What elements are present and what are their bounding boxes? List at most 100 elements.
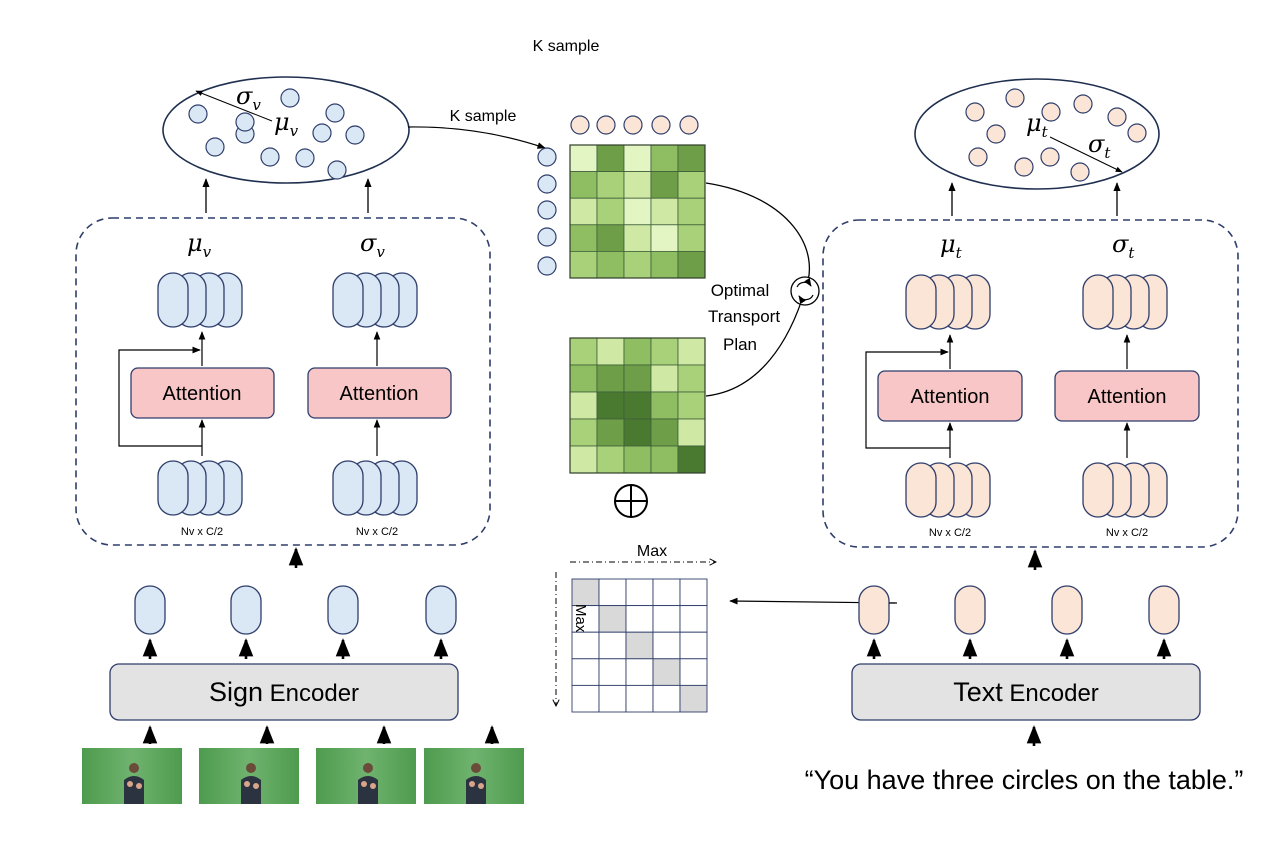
sample-point [1040,147,1060,167]
token-capsule [1082,462,1114,518]
alignment-cell [598,684,627,713]
alignment-cell [625,605,654,633]
token-capsule [157,272,189,328]
sample-point [188,104,208,124]
ot-cell [623,144,652,173]
sign-mu-label: μv [187,229,212,261]
sample-point [1073,94,1093,114]
token [425,585,457,635]
alignment-cell [598,578,627,607]
sign-sample-circle [537,227,557,247]
sample-point [280,88,300,108]
ellipse-t-mu: μt [1026,109,1049,141]
sign-attention-mu-label: Attention [163,383,242,405]
ellipse-v-mu: μv [274,108,299,140]
ot-cell [650,364,679,393]
ot-cell [569,391,598,420]
ot-cell [623,364,652,393]
alignment-cell [625,631,654,660]
ot-sample-circles [537,115,699,276]
text-attention-sigma-label: Attention [1088,386,1167,408]
alignment-cell [679,631,708,660]
ot-cell [677,337,706,366]
ot-cell [677,144,706,173]
sign-attention-sigma-label: Attention [340,383,419,405]
ot-cell [623,224,652,252]
ot-cell [623,337,652,366]
sign-residual-connection [118,346,202,447]
alignment-cell [571,684,600,713]
sign-tokens [134,585,457,659]
text-tokens [858,585,1180,659]
input-sentence: “You have three circles on the table.” [805,765,1244,795]
sample-point [965,102,985,122]
sample-point [968,147,988,167]
sign-token-stacks [157,272,418,516]
sign-dim-right: Nv x C/2 [356,526,398,538]
ot-cell [569,337,598,366]
ot-cell [596,445,625,474]
text-sample-circle [596,115,616,135]
alignment-cell [679,658,708,686]
ot-cell [623,391,652,420]
text-sample-points [965,88,1147,182]
ot-cell [569,197,598,226]
sample-point [345,125,365,145]
ot-cell [650,337,679,366]
sign-distribution-ellipse: σv μv [162,76,410,184]
ot-cell [596,337,625,366]
sample-point [260,147,280,167]
plus-icon [614,484,648,518]
ot-cell [623,250,652,279]
sign-attention-mu [130,367,275,419]
ot-cell [623,418,652,447]
ot-cell [569,418,598,447]
ellipse-t-sigma: σt [1088,130,1111,162]
cycle-icon [790,276,820,306]
ot-label-1: Optimal [711,281,770,300]
ot-cell [596,144,625,173]
sign-sample-circle [537,174,557,194]
text-mu-label: μt [940,230,963,262]
token-capsule [332,460,364,516]
text-attention-mu-label: Attention [911,386,990,408]
ot-cell [677,364,706,393]
ot-cell [650,197,679,226]
ot-cell [650,144,679,173]
ot-label-3: Plan [723,335,757,354]
alignment-cell [625,578,654,607]
ot-cell [677,197,706,226]
sample-point [327,160,347,180]
token [134,585,166,635]
alignment-cell [652,684,681,713]
ot-cell [650,250,679,279]
ot-cell [650,445,679,474]
video-frame [82,748,182,804]
alignment-cell [598,658,627,686]
ot-cell [650,224,679,252]
k-sample-arrow [407,126,546,149]
token [230,585,262,635]
text-sample-circle [570,115,590,135]
sample-point [1005,88,1025,108]
token [1148,585,1180,635]
alignment-cell [652,578,681,607]
alignment-cell [679,578,708,607]
sigma-radius-arrow-t [1049,136,1123,173]
alignment-cell [652,605,681,633]
text-dim-right: Nv x C/2 [1106,527,1148,539]
ot-cell [596,197,625,226]
text-sample-circle [651,115,671,135]
token [327,585,359,635]
sample-point [986,124,1006,144]
alignment-cell [598,605,627,633]
alignment-cell [625,684,654,713]
sign-sample-circle [537,256,557,276]
ot-cell [596,418,625,447]
sample-point [1127,123,1147,143]
token-capsule [332,272,364,328]
sample-point [1070,162,1090,182]
text-residual-connection [865,348,950,449]
sign-video-frames [82,725,524,804]
alignment-cell [598,631,627,660]
